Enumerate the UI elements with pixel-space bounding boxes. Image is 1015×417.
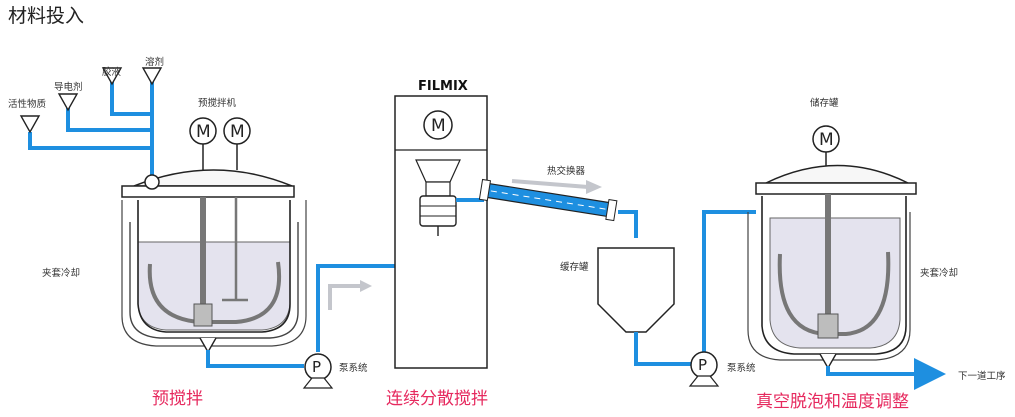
pump-label: 泵系统 <box>727 362 756 374</box>
pump-symbol: P <box>312 358 321 376</box>
buffer-tank <box>597 247 675 333</box>
label-solvent: 溶剂 <box>145 56 164 68</box>
pump-2 <box>688 351 720 387</box>
label-conductive-agent: 导电剂 <box>54 81 83 93</box>
next-process-label: 下一道工序 <box>958 370 1006 382</box>
input-pipes <box>28 82 154 182</box>
funnel-active-icon <box>19 115 41 134</box>
flow-arrow <box>511 179 589 189</box>
premixer-vessel <box>121 169 307 354</box>
motor-symbol: M <box>230 122 245 142</box>
buffer-tank-label: 缓存罐 <box>560 261 589 273</box>
motor-icon <box>423 110 453 140</box>
motor-symbol: M <box>819 130 834 150</box>
pump-symbol: P <box>698 356 707 374</box>
storage-jacket-label: 夹套冷却 <box>920 267 958 279</box>
pipe-to-buffer <box>618 210 638 238</box>
heat-exchanger-label: 热交换器 <box>547 165 586 177</box>
storage-tank-label: 储存罐 <box>810 97 839 109</box>
label-glue: 胶液 <box>102 66 122 78</box>
motor-symbol: M <box>431 116 446 136</box>
step-pre-mix: 预搅拌 <box>152 389 203 409</box>
pump-label: 泵系统 <box>339 362 368 374</box>
step-vacuum-degassing: 真空脱泡和温度调整 <box>756 392 909 412</box>
page-title: 材料投入 <box>8 5 84 27</box>
pipe-buffer-to-storage <box>634 210 756 366</box>
motor-symbol: M <box>196 122 211 142</box>
premixer-jacket-label: 夹套冷却 <box>42 267 80 279</box>
funnel-solvent-icon <box>141 67 163 86</box>
heat-exchanger <box>456 178 618 222</box>
pump-1 <box>302 353 334 389</box>
pipe-to-next-process <box>826 358 946 390</box>
premixer-motors <box>189 117 251 170</box>
filmix-unit <box>394 95 488 369</box>
storage-motor <box>812 125 840 166</box>
input-funnels <box>19 67 163 134</box>
label-active-material: 活性物质 <box>8 98 47 110</box>
funnel-conductive-icon <box>57 93 79 112</box>
storage-vessel <box>747 164 917 370</box>
premixer-label: 预搅拌机 <box>198 97 237 109</box>
filmix-brand: FILMIX <box>418 79 468 94</box>
funnel-glue-icon <box>101 67 123 86</box>
step-continuous-dispersion: 连续分散搅拌 <box>386 389 488 409</box>
